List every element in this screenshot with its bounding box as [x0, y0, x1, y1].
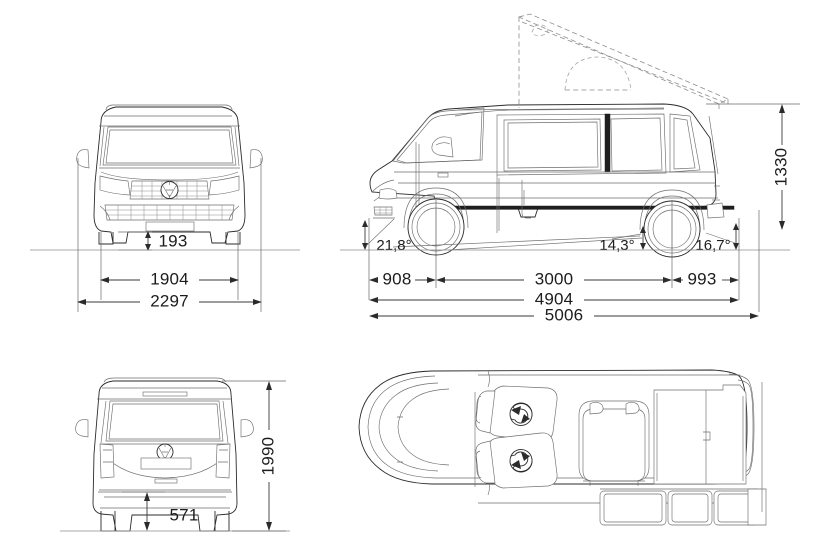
dim-side-front-overhang: 908 — [369, 269, 436, 288]
dim-side-rear-overhang: 993 — [672, 269, 739, 288]
dim-side-height-roof: 1330 — [706, 103, 800, 230]
dim-label-1904: 1904 — [150, 269, 189, 288]
dim-label-908: 908 — [383, 269, 412, 288]
driver-seat — [475, 385, 558, 442]
rear-view — [75, 377, 254, 532]
wardrobe — [747, 488, 767, 526]
dim-label-3000: 3000 — [535, 269, 574, 288]
dim-side-wheelbase: 3000 — [436, 269, 672, 288]
dim-label-993: 993 — [688, 269, 717, 288]
dim-front-width-mirrors: 2297 — [77, 291, 262, 310]
dim-label-2297: 2297 — [150, 291, 189, 310]
side-view — [369, 13, 735, 258]
dim-rear-sill-height: 571 — [122, 491, 199, 531]
angle-departure: 16,7° — [695, 223, 739, 254]
angle-label-ramp: 14,3° — [599, 237, 634, 254]
top-view — [358, 369, 767, 526]
dim-label-4904: 4904 — [535, 289, 574, 308]
dim-label-571: 571 — [170, 505, 199, 524]
front-view — [76, 104, 263, 245]
dim-label-1990: 1990 — [258, 437, 277, 476]
dim-front-ground-clearance: 193 — [118, 231, 187, 251]
dim-rear-height-total: 1990 — [222, 380, 286, 532]
pop-up-roof-raised — [517, 13, 729, 110]
dim-label-193: 193 — [159, 231, 188, 250]
dim-front-width-body: 1904 — [100, 269, 239, 288]
dim-side-length-total: 5006 — [369, 305, 759, 324]
rear-storage — [599, 488, 759, 526]
dim-label-1330: 1330 — [771, 148, 790, 187]
angle-label-departure: 16,7° — [695, 237, 730, 254]
dim-label-5006: 5006 — [545, 305, 584, 324]
kitchen-unit — [578, 400, 650, 486]
passenger-seat — [475, 432, 558, 489]
rear-bench-bed — [653, 384, 747, 485]
dim-side-length-body: 4904 — [369, 289, 739, 308]
angle-label-approach: 21,8° — [376, 237, 411, 254]
